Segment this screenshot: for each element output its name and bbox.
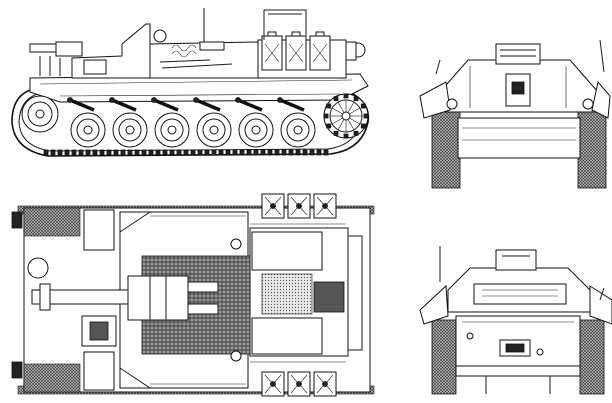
suspension-arm <box>153 98 179 112</box>
suspension-arm <box>279 98 305 112</box>
suspension-arm <box>237 98 263 112</box>
right-track-rear <box>579 319 605 395</box>
road-wheel <box>112 112 148 148</box>
road-wheel <box>70 112 106 148</box>
side-view <box>11 8 370 157</box>
idler-wheel <box>21 95 59 133</box>
jerry-can <box>313 193 337 219</box>
suspension-arm <box>69 98 95 112</box>
road-wheel <box>238 112 274 148</box>
jerry-cans <box>261 31 331 71</box>
road-wheel <box>196 112 232 148</box>
jerry-can <box>285 31 307 71</box>
suspension-arm <box>111 98 137 112</box>
drive-sprocket <box>323 93 369 139</box>
right-track-front <box>577 111 607 189</box>
jerry-can <box>309 31 331 71</box>
jerry-can <box>287 193 311 219</box>
rear-view <box>419 246 612 395</box>
front-view <box>419 39 611 189</box>
left-track-front <box>431 111 461 189</box>
suspension-arm <box>195 98 221 112</box>
left-track-rear <box>431 319 457 395</box>
top-view <box>11 193 375 397</box>
jerry-can <box>261 371 285 397</box>
road-wheel <box>154 112 190 148</box>
road-wheels <box>70 112 316 148</box>
suspension-arms <box>67 97 305 112</box>
jerry-can <box>261 193 285 219</box>
jerry-can <box>313 371 337 397</box>
jerry-cans-top <box>261 193 337 397</box>
jerry-can <box>287 371 311 397</box>
road-wheel <box>280 112 316 148</box>
jerry-can <box>261 31 283 71</box>
